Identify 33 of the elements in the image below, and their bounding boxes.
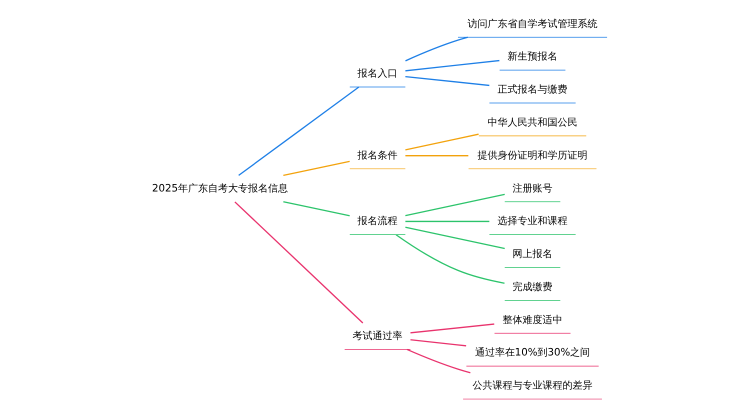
connector xyxy=(405,76,490,86)
node-text: 新生预报名 xyxy=(508,52,558,63)
node-text: 注册账号 xyxy=(512,183,553,194)
connector xyxy=(405,60,500,72)
connector xyxy=(405,194,505,216)
connector xyxy=(410,323,494,334)
node-text: 选择专业和课程 xyxy=(498,216,568,228)
node-text: 报名条件 xyxy=(358,150,398,162)
connector xyxy=(234,201,364,324)
connector xyxy=(405,155,468,156)
node-text: 公共课程与专业课程的差异 xyxy=(472,380,593,392)
node-text: 通过率在10%到30%之间 xyxy=(474,348,590,359)
connector xyxy=(406,348,471,374)
connector xyxy=(283,201,350,216)
connector xyxy=(405,226,505,250)
node-text: 2025年广东自考大专报名信息 xyxy=(152,183,288,194)
node-text: 中华人民共和国公民 xyxy=(488,117,578,128)
node-text: 报名入口 xyxy=(358,68,398,80)
connector xyxy=(238,86,360,176)
connector xyxy=(405,220,490,222)
node-text: 访问广东省自学考试管理系统 xyxy=(468,18,598,30)
connector xyxy=(283,160,350,176)
node-text: 整体难度适中 xyxy=(502,314,563,326)
connector xyxy=(396,234,505,284)
node-text: 正式报名与缴费 xyxy=(498,84,568,96)
node-text: 提供身份证明和学历证明 xyxy=(478,150,588,162)
node-text: 考试通过率 xyxy=(352,330,403,342)
connector xyxy=(410,339,466,346)
connector xyxy=(405,134,479,150)
connector xyxy=(405,36,468,62)
node-text: 网上报名 xyxy=(512,249,553,260)
node-text: 完成缴费 xyxy=(512,282,553,293)
node-text: 报名流程 xyxy=(358,216,398,228)
